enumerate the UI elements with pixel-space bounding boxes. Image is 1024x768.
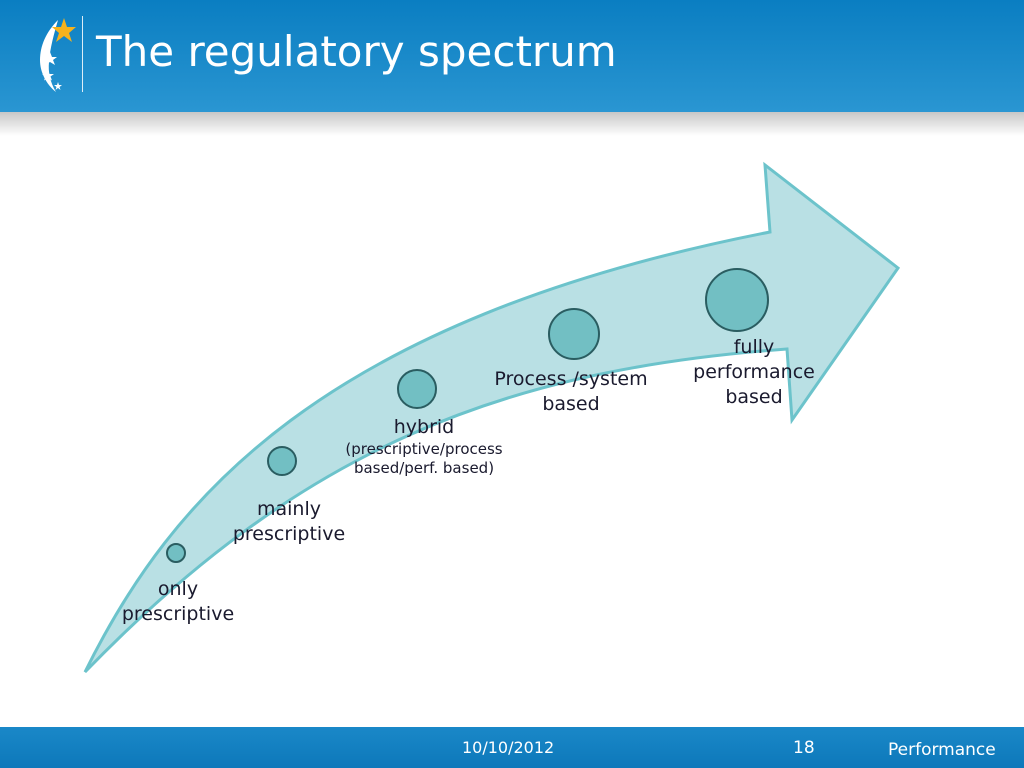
header-shadow [0, 112, 1024, 136]
stage-marker-4 [548, 308, 600, 360]
stage-label-process-system: Process /system based [494, 368, 648, 415]
footer-page-number: 18 [793, 738, 815, 758]
slide-title: The regulatory spectrum [96, 27, 617, 76]
stage-label-only-prescriptive: only prescriptive [121, 578, 235, 625]
star-logo-icon [40, 18, 76, 92]
slide-header: The regulatory spectrum [0, 0, 1024, 112]
stage-marker-3 [397, 369, 437, 409]
stage-marker-2 [267, 446, 297, 476]
stage-label-mainly-prescriptive: mainly prescriptive [232, 498, 346, 545]
footer-section: Performance Based... [888, 740, 996, 768]
stage-label-hybrid: hybrid (prescriptive/process based/perf.… [334, 415, 514, 478]
spectrum-diagram: only prescriptive mainly prescriptive hy… [0, 130, 1024, 720]
stage-marker-5 [705, 268, 769, 332]
stage-marker-1 [166, 543, 186, 563]
stage-label-hybrid-detail: (prescriptive/process based/perf. based) [345, 440, 503, 477]
spectrum-arrow-graphic [83, 161, 901, 674]
stage-label-fully-performance: fully performance based [693, 336, 815, 408]
logo-divider [82, 16, 83, 92]
spectrum-arrow [83, 161, 901, 674]
slide-footer: 10/10/2012 18 Performance Based... [0, 727, 1024, 768]
footer-date: 10/10/2012 [462, 738, 555, 757]
